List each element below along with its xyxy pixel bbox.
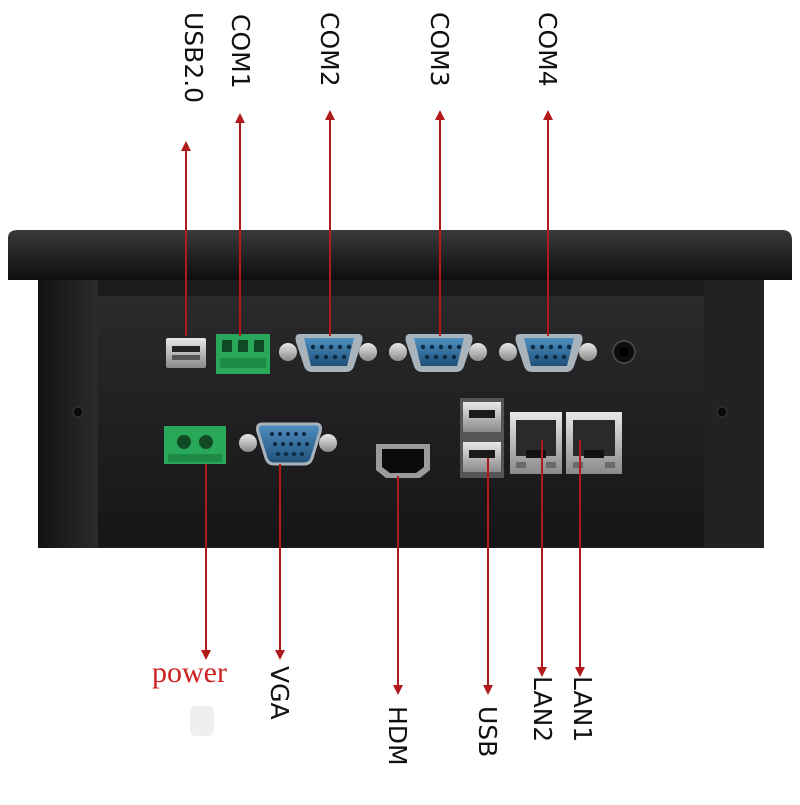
label-com3: COM3: [425, 12, 454, 87]
reflection-smudge: [190, 706, 214, 736]
com3-db9-port: [389, 334, 487, 372]
label-com1: COM1: [226, 14, 255, 89]
label-power: power: [152, 656, 227, 689]
label-usb: USB: [473, 706, 502, 758]
label-com2: COM2: [315, 12, 344, 87]
label-hdmi: HDM: [383, 706, 412, 766]
label-usb20: USB2.0: [179, 12, 208, 104]
top-bezel: [8, 230, 792, 280]
dual-usb-ports: [460, 398, 504, 478]
right-side: [704, 280, 764, 548]
vga-port: [239, 422, 337, 466]
leader-arrows: [181, 110, 585, 695]
com2-db9-port: [279, 334, 377, 372]
power-terminal-block: [164, 426, 226, 464]
usb20-port: [166, 338, 206, 368]
com4-db9-port: [499, 334, 597, 372]
lan2-rj45-port: [510, 412, 562, 474]
left-side: [38, 280, 98, 548]
label-lan2: LAN2: [528, 676, 557, 743]
lan1-rj45-port: [566, 412, 622, 474]
label-com4: COM4: [533, 12, 562, 87]
screw-right: [716, 406, 728, 418]
chassis: [8, 230, 792, 548]
com1-terminal-block: [216, 334, 270, 374]
hdmi-port: [376, 444, 430, 478]
screw-left: [72, 406, 84, 418]
label-vga: VGA: [265, 666, 294, 720]
audio-jack: [612, 340, 636, 364]
label-lan1: LAN1: [568, 676, 597, 743]
